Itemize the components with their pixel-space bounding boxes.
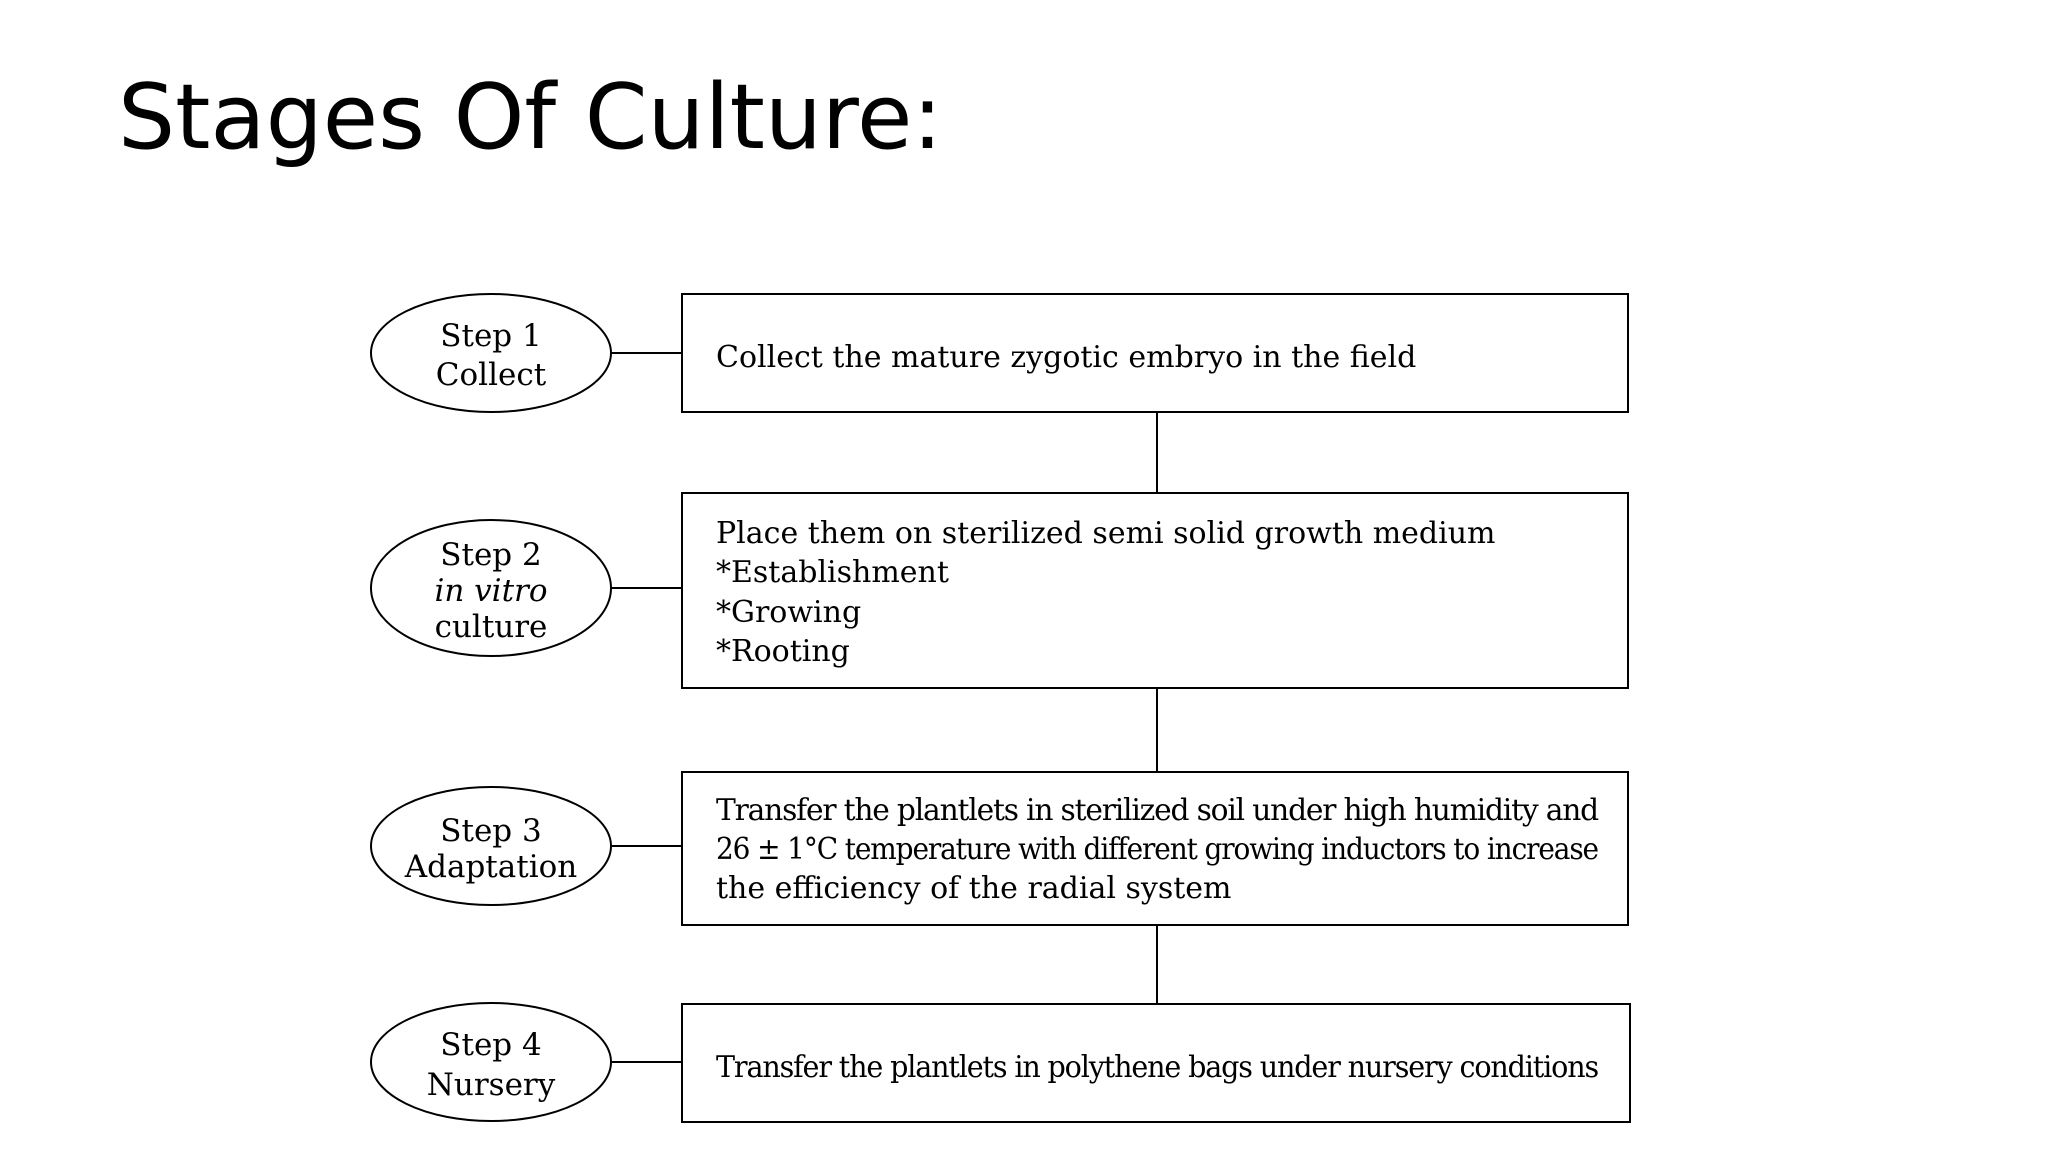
step-2-description-line2: *Establishment [716, 555, 949, 590]
step-1-row: Step 1 Collect Collect the mature zygoti… [370, 293, 1629, 413]
step-2-box [681, 492, 1629, 689]
step-2-label: Step 2 [440, 537, 541, 573]
step-2-description-line4: *Rooting [716, 634, 850, 669]
step-3-row: Step 3 Adaptation Transfer the plantlets… [370, 771, 1629, 926]
step-4-row: Step 4 Nursery Transfer the plantlets in… [370, 1002, 1631, 1123]
step-4-stage-name: Nursery [427, 1067, 556, 1103]
step-3-box [681, 771, 1629, 926]
step-2-stage-name-line2: culture [435, 609, 548, 645]
step-1-box [681, 293, 1629, 413]
step-3-description-line1: Transfer the plantlets in sterilized soi… [716, 793, 1599, 828]
step-3-description-line3: the efficiency of the radial system [716, 871, 1232, 906]
step-3-description-line2: 26 ± 1°C temperature with different grow… [716, 832, 1598, 867]
step-2-description-line1: Place them on sterilized semi solid grow… [716, 516, 1496, 551]
step-2-description-line3: *Growing [716, 595, 861, 630]
step-1-description: Collect the mature zygotic embryo in the… [716, 340, 1416, 375]
slide-title: Stages Of Culture: [118, 65, 943, 170]
step-4-box [681, 1003, 1631, 1123]
step-2-row: Step 2 in vitro culture Place them on st… [370, 492, 1629, 689]
step-4-label: Step 4 [440, 1027, 541, 1063]
step-3-stage-name: Adaptation [404, 849, 578, 885]
step-3-label: Step 3 [440, 813, 541, 849]
step-1-label: Step 1 [440, 318, 541, 354]
step-4-description: Transfer the plantlets in polythene bags… [716, 1050, 1598, 1085]
step-2-stage-name-line1: in vitro [434, 573, 547, 609]
step-1-stage-name: Collect [436, 357, 547, 393]
